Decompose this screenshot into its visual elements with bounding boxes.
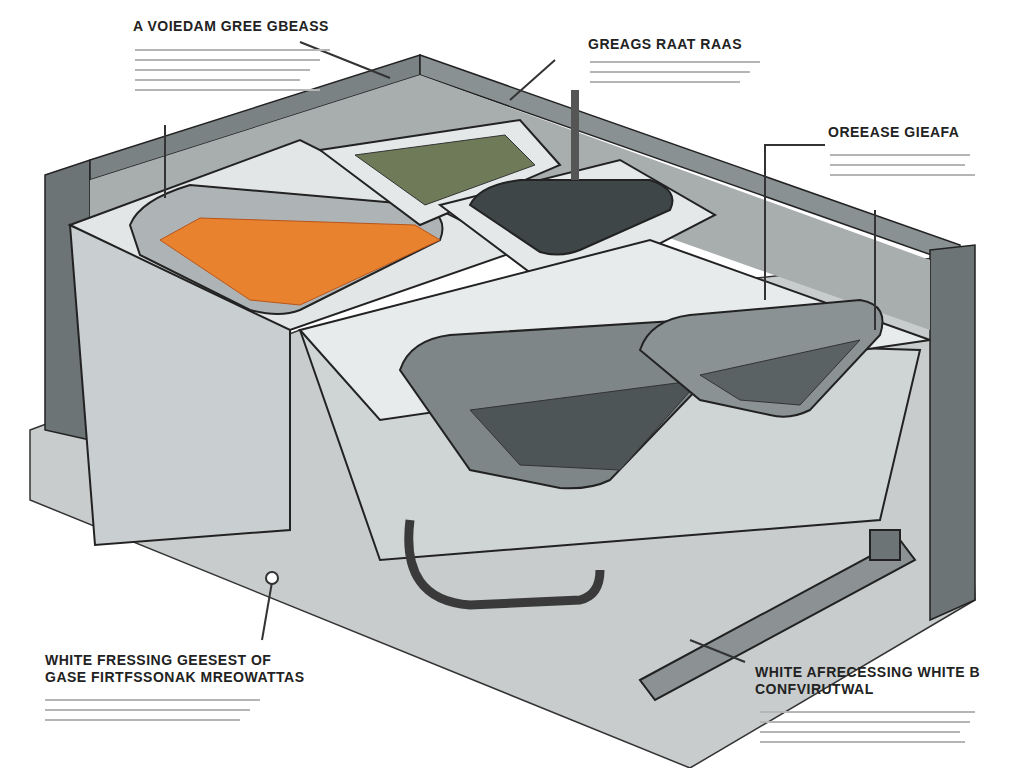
leader-line [690,640,745,662]
leader-line [164,125,166,198]
leader-line [510,60,555,100]
right-basin [640,300,883,417]
callout-label: GREAGS RAAT RAAS [588,36,788,53]
grease-layer [160,218,440,305]
leader-dot [266,572,278,584]
right-wall [930,245,975,620]
leader-line [874,210,876,330]
callout-label: OREEASE GIEAFA [828,124,1008,141]
leader-line [262,582,272,640]
pipe-joint [870,530,900,560]
callout-label: WHITE AFRECESSING WHITE B CONFVIRUTWAL [755,664,995,698]
leader-line [765,145,825,300]
callout-label: WHITE FRESSING GEESEST OF GASE FIRTFSSON… [45,652,315,686]
inlet-pipe [571,90,579,180]
hose [409,520,600,605]
illegible-text [45,50,975,742]
callout-label: A VOIEDAM GREE GBEASS [133,18,393,35]
front-water [470,380,700,470]
right-water [700,340,860,405]
